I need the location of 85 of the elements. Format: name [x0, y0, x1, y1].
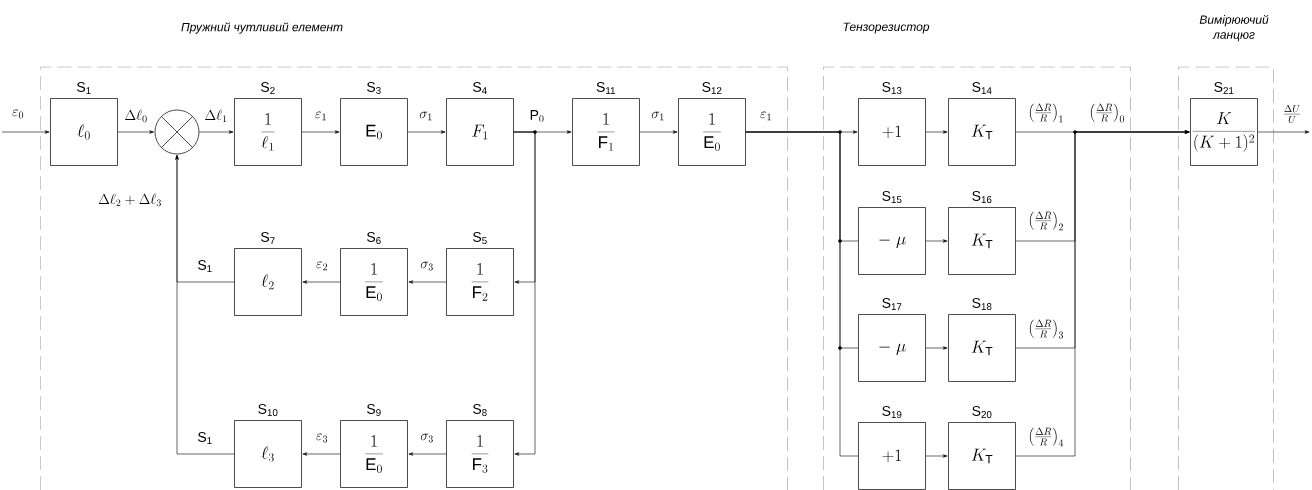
block-label: S$_{15}$	[882, 191, 902, 203]
block-label: S$_{20}$	[972, 406, 992, 418]
block-box: $\ell_{3}$	[234, 420, 302, 488]
edge-label: $\Delta\ell_{1}$	[203, 108, 229, 124]
block-label: S$_{17}$	[882, 298, 902, 310]
block-label: S$_{2}$	[261, 82, 275, 94]
edge-label: $\sigma_{1}$	[418, 110, 434, 122]
block-box: $\frac{1}{\mathrm{F}_{1}}$	[572, 98, 640, 166]
block-box: $\ell_{2}$	[234, 248, 302, 316]
block-box: $\frac{1}{\mathrm{E}_{0}}$	[340, 248, 408, 316]
block-box: $\frac{1}{\mathrm{F}_{2}}$	[446, 248, 514, 316]
block-box: $K_{\mathrm{T}}$	[948, 207, 1016, 275]
arrow	[117, 130, 154, 134]
block-box: $+1$	[858, 422, 926, 490]
edge-label: $\mathrm{P}_{0}$	[528, 109, 546, 123]
edge-label: $\left(\frac{\Delta R}{R}\right)_{3}$	[1027, 318, 1065, 340]
edge-label: $\varepsilon_{1}$	[313, 110, 329, 122]
arrow	[925, 239, 948, 243]
block-label: S$_{6}$	[367, 232, 381, 244]
arrow	[302, 452, 341, 456]
edge-label: $\left(\frac{\Delta R}{R}\right)_{1}$	[1027, 102, 1065, 124]
arrow	[408, 280, 447, 284]
block-label: S$_{8}$	[473, 404, 487, 416]
block-label: S$_{4}$	[473, 82, 487, 94]
edge-label: $\varepsilon_{2}$	[314, 260, 330, 272]
block-box: $-\ \mu$	[858, 314, 926, 382]
arrow	[408, 452, 447, 456]
edge-label: $\varepsilon_{3}$	[314, 432, 330, 444]
block-box: $+1$	[858, 98, 926, 166]
summing-junction	[154, 109, 200, 155]
group-heading: Тензорезистор	[843, 22, 930, 34]
arrow	[1015, 130, 1190, 457]
arrow	[407, 130, 446, 134]
block-label: S$_{12}$	[702, 82, 722, 94]
arrow	[302, 280, 341, 284]
block-box: $\ell_{0}$	[50, 98, 118, 166]
edge-label: $\Delta\ell_{0}$	[123, 108, 149, 124]
block-box: $\mathrm{E}_{0}$	[340, 98, 408, 166]
signal-label: $\left(\frac{\Delta R}{R}\right)_{0}$	[1088, 102, 1126, 124]
arrow	[925, 454, 948, 458]
group-heading: Пружний чутливий елемент	[181, 22, 343, 34]
arrow	[639, 130, 678, 134]
block-box: $K_{\mathrm{T}}$	[948, 314, 1016, 382]
block-box: $\frac{1}{\ell_{1}}$	[234, 98, 302, 166]
arrow	[301, 130, 340, 134]
edge-label: S$_{1}$	[196, 259, 214, 273]
edge-label: $\left(\frac{\Delta R}{R}\right)_{2}$	[1027, 210, 1065, 232]
block-label: S$_{14}$	[972, 82, 992, 94]
arrow	[199, 130, 234, 134]
edge-label: $\left(\frac{\Delta R}{R}\right)_{4}$	[1027, 426, 1065, 448]
block-label: S$_{1}$	[77, 82, 91, 94]
edge-label: $\sigma_{1}$	[650, 110, 666, 122]
block-label: S$_{3}$	[367, 82, 381, 94]
signal-label: $\Delta\ell_{2}+\Delta\ell_{3}$	[97, 192, 163, 208]
arrow	[1, 130, 50, 134]
block-label: S$_{10}$	[258, 404, 278, 416]
edge-label: $\sigma_{3}$	[419, 260, 435, 272]
arrow	[925, 346, 948, 350]
block-box: $\frac{K}{(K+1)^{2}}$	[1190, 98, 1258, 166]
block-box: $F_{1}$	[446, 98, 514, 166]
block-box: $-\ \mu$	[858, 207, 926, 275]
arrow	[925, 130, 948, 134]
edge-label: S$_{1}$	[196, 431, 214, 445]
block-label: S$_{9}$	[367, 404, 381, 416]
block-box: $K_{\mathrm{T}}$	[948, 98, 1016, 166]
block-label: S$_{5}$	[473, 232, 487, 244]
block-box: $K_{\mathrm{T}}$	[948, 422, 1016, 490]
block-label: S$_{16}$	[972, 191, 992, 203]
arrow	[1257, 130, 1310, 134]
edge-label: $\varepsilon_{0}$	[10, 108, 26, 120]
block-box: $\frac{1}{\mathrm{E}_{0}}$	[678, 98, 746, 166]
arrow	[513, 131, 536, 456]
block-label: S$_{18}$	[972, 298, 992, 310]
block-label: S$_{7}$	[261, 232, 275, 244]
edge-label: $\frac{\Delta U}{U}$	[1281, 104, 1303, 124]
group-heading: Вимірюючий ланцюг	[1199, 14, 1269, 42]
block-label: S$_{11}$	[596, 82, 616, 94]
block-box: $\frac{1}{\mathrm{F}_{3}}$	[446, 420, 514, 488]
block-label: S$_{19}$	[882, 406, 902, 418]
block-label: S$_{13}$	[882, 82, 902, 94]
edge-label: $\sigma_{3}$	[419, 432, 435, 444]
block-box: $\frac{1}{\mathrm{E}_{0}}$	[340, 420, 408, 488]
edge-label: $\varepsilon_{1}$	[758, 110, 774, 122]
block-label: S$_{21}$	[1214, 82, 1234, 94]
arrow	[175, 155, 235, 455]
